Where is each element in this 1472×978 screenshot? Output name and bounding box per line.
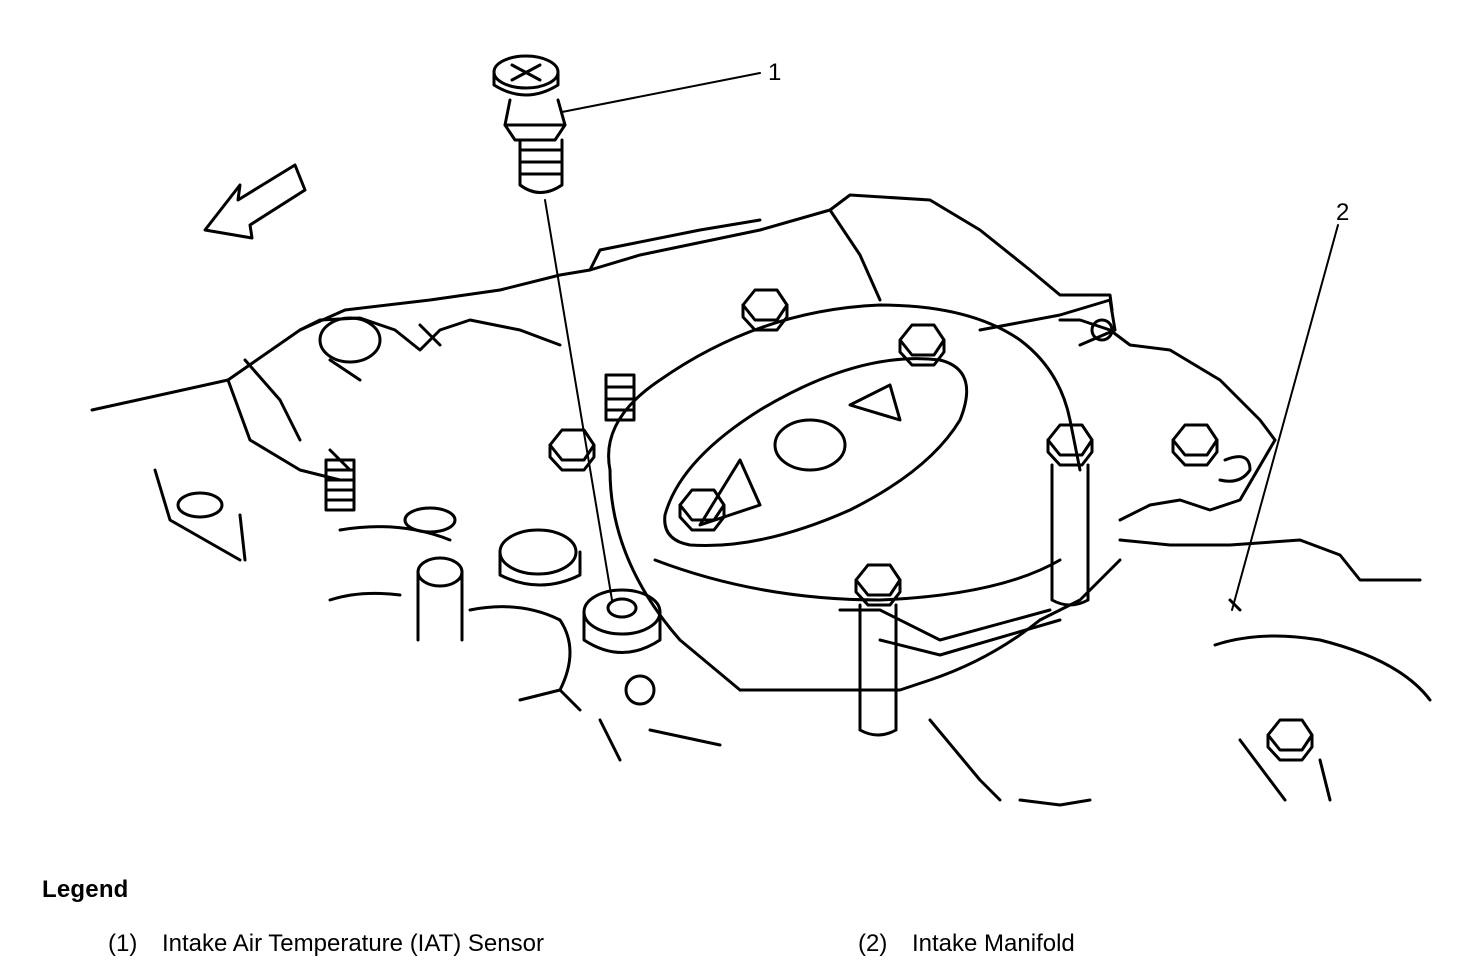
intake-manifold: [90, 193, 1432, 807]
bolt: [1046, 423, 1094, 607]
bolt: [741, 288, 789, 332]
legend-item-number: (2): [858, 930, 888, 957]
callout-1-leader: [561, 72, 761, 113]
cover-bolts: [324, 288, 1314, 762]
bolt: [898, 323, 946, 367]
iat-sensor-installation-diagram: 1 2: [90, 54, 1432, 807]
cover-housing: [607, 303, 1122, 692]
callout-1-number: 1: [768, 59, 781, 86]
legend-item-intake-manifold: (2) Intake Manifold: [858, 930, 1075, 958]
callout-2-number: 2: [1336, 199, 1349, 226]
bolt: [854, 563, 902, 737]
bolt: [548, 428, 596, 472]
legend: Legend (1) Intake Air Temperature (IAT) S…: [0, 860, 1472, 978]
installation-guide-line: [544, 199, 613, 601]
legend-item-label: Intake Manifold: [912, 930, 1075, 957]
sensor-bore: [582, 588, 662, 706]
legend-item-iat-sensor: (1) Intake Air Temperature (IAT) Sensor: [108, 930, 544, 958]
callout-2-leader: [1231, 224, 1339, 611]
iat-sensor: [492, 54, 567, 194]
lower-left-fittings: [176, 491, 582, 692]
stud: [324, 458, 356, 512]
legend-item-label: Intake Air Temperature (IAT) Sensor: [162, 930, 544, 957]
stud: [604, 373, 636, 422]
bolt: [678, 488, 726, 532]
front-direction-arrow-icon: [203, 163, 307, 240]
bolt: [1171, 423, 1219, 467]
bolt: [1266, 718, 1314, 762]
legend-item-number: (1): [108, 930, 138, 957]
legend-title: Legend: [42, 876, 129, 903]
